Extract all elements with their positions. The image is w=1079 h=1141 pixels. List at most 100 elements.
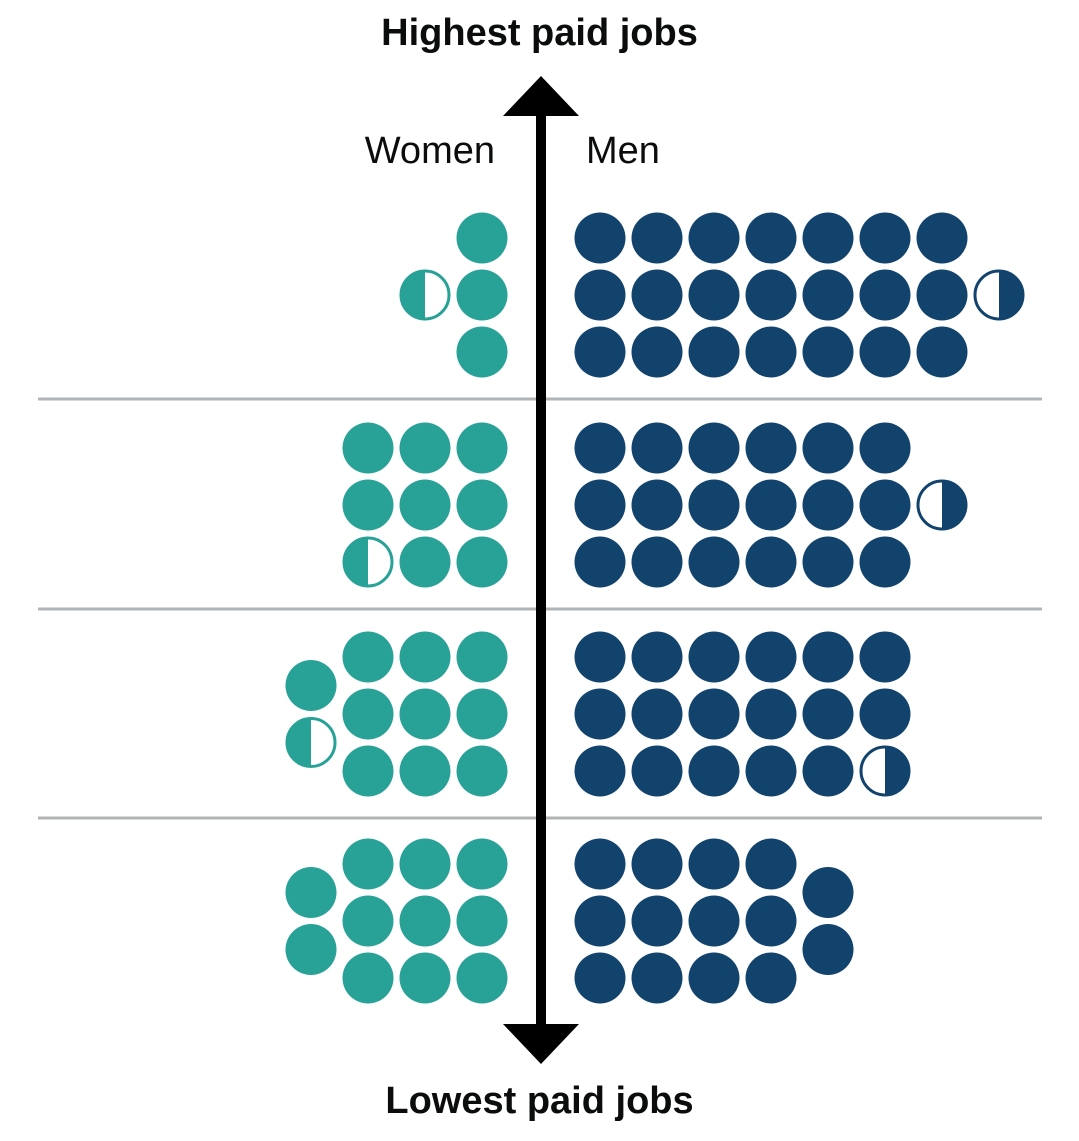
band-4-men-dot-9: [688, 952, 740, 1004]
band-3-men-dot-17: [859, 688, 911, 740]
band-4-women-dot-2: [456, 895, 508, 947]
band-1-men-dot-8: [688, 269, 740, 321]
band-1-men-dot-15: [802, 326, 854, 378]
band-3-men-dot-1: [574, 631, 626, 683]
band-4-women-dot-3: [456, 952, 508, 1004]
band-1-women-dot-2: [456, 269, 508, 321]
band-3-men-dot-7: [688, 631, 740, 683]
band-4-men-dot-14: [802, 924, 854, 975]
band-3-men-dot-13: [802, 631, 854, 683]
band-3-women-dot-3: [456, 745, 508, 797]
band-4-women-dot-11: [285, 924, 337, 975]
band-2-women-dot-4: [399, 422, 451, 474]
band-1-men-dot-7: [688, 212, 740, 264]
band-3-men-dot-4: [631, 631, 683, 683]
band-2-men-dot-19-half: [942, 481, 966, 529]
band-4-men-dot-8: [688, 895, 740, 947]
band-3-men-dot-2: [574, 688, 626, 740]
band-3-women-dot-1: [456, 631, 508, 683]
band-2-men-dot-4: [631, 422, 683, 474]
band-4-men-dot-1: [574, 838, 626, 890]
band-3-men-dot-14: [802, 688, 854, 740]
band-2-men-dot-13: [802, 422, 854, 474]
band-3-men-dot-6: [631, 745, 683, 797]
band-2-women-dot-3: [456, 536, 508, 588]
band-4-men-dot-3: [574, 952, 626, 1004]
band-1-men-dot-4: [631, 212, 683, 264]
band-1-men-dot-21: [916, 326, 968, 378]
band-1-men-dot-9: [688, 326, 740, 378]
band-1-men-dot-3: [574, 326, 626, 378]
band-2-men-dot-1: [574, 422, 626, 474]
band-2-men-dot-17: [859, 479, 911, 531]
axis-arrow-down: [503, 1024, 579, 1064]
band-1-women-dot-3: [456, 326, 508, 378]
band-3-women-dot-4: [399, 631, 451, 683]
band-2-women-dot-9-half: [344, 538, 368, 586]
band-1-men-dot-12: [745, 326, 797, 378]
band-3-women-dot-5: [399, 688, 451, 740]
band-3-men-dot-15: [802, 745, 854, 797]
band-3-men-dot-8: [688, 688, 740, 740]
band-2-men-dot-6: [631, 536, 683, 588]
band-1-men-dot-18: [859, 326, 911, 378]
band-2-men-dot-7: [688, 422, 740, 474]
band-2-men-dot-10: [745, 422, 797, 474]
band-1-men-dot-1: [574, 212, 626, 264]
chart-title-lowest: Lowest paid jobs: [385, 1080, 694, 1122]
band-4-men-dot-10: [745, 838, 797, 890]
band-2-men-dot-11: [745, 479, 797, 531]
band-4-men-dot-4: [631, 838, 683, 890]
band-4-women-dot-7: [342, 838, 394, 890]
band-1-men-dot-10: [745, 212, 797, 264]
band-2-men-dot-3: [574, 536, 626, 588]
axis-arrow-up: [503, 76, 579, 116]
band-4-women-dot-4: [399, 838, 451, 890]
band-1-men-dot-22-half: [999, 271, 1023, 319]
band-4-women-dot-1: [456, 838, 508, 890]
band-1-men-dot-17: [859, 269, 911, 321]
band-4-men-dot-11: [745, 895, 797, 947]
band-2-women-dot-7: [342, 422, 394, 474]
band-2-women-dot-8: [342, 479, 394, 531]
band-2-women-dot-1: [456, 422, 508, 474]
band-3-men-dot-11: [745, 688, 797, 740]
band-1-men-dot-6: [631, 326, 683, 378]
band-1-men-dot-2: [574, 269, 626, 321]
band-3-women-dot-2: [456, 688, 508, 740]
band-3-women-dot-11-half: [287, 718, 311, 767]
band-2-women-dot-2: [456, 479, 508, 531]
band-4-men-dot-7: [688, 838, 740, 890]
band-1-men-dot-11: [745, 269, 797, 321]
band-3-men-dot-10: [745, 631, 797, 683]
band-4-men-dot-2: [574, 895, 626, 947]
band-2-men-dot-9: [688, 536, 740, 588]
band-1-men-dot-5: [631, 269, 683, 321]
band-1-men-dot-14: [802, 269, 854, 321]
band-2-women-dot-5: [399, 479, 451, 531]
band-2-men-dot-16: [859, 422, 911, 474]
band-3-men-dot-5: [631, 688, 683, 740]
band-1-women-dot-1: [456, 212, 508, 264]
band-4-men-dot-12: [745, 952, 797, 1004]
chart-title-highest: Highest paid jobs: [381, 12, 698, 54]
band-3-women-dot-6: [399, 745, 451, 797]
band-4-men-dot-5: [631, 895, 683, 947]
band-1-men-dot-16: [859, 212, 911, 264]
legend-women: Women: [364, 130, 495, 172]
band-3-women-dot-8: [342, 688, 394, 740]
band-4-women-dot-5: [399, 895, 451, 947]
band-2-men-dot-15: [802, 536, 854, 588]
band-2-men-dot-18: [859, 536, 911, 588]
band-1-men-dot-20: [916, 269, 968, 321]
legend-men: Men: [586, 130, 660, 172]
band-1-men-dot-13: [802, 212, 854, 264]
band-3-men-dot-3: [574, 745, 626, 797]
band-4-women-dot-9: [342, 952, 394, 1004]
band-4-women-dot-6: [399, 952, 451, 1004]
band-4-women-dot-8: [342, 895, 394, 947]
band-2-men-dot-2: [574, 479, 626, 531]
band-4-men-dot-13: [802, 867, 854, 918]
band-4-men-dot-6: [631, 952, 683, 1004]
